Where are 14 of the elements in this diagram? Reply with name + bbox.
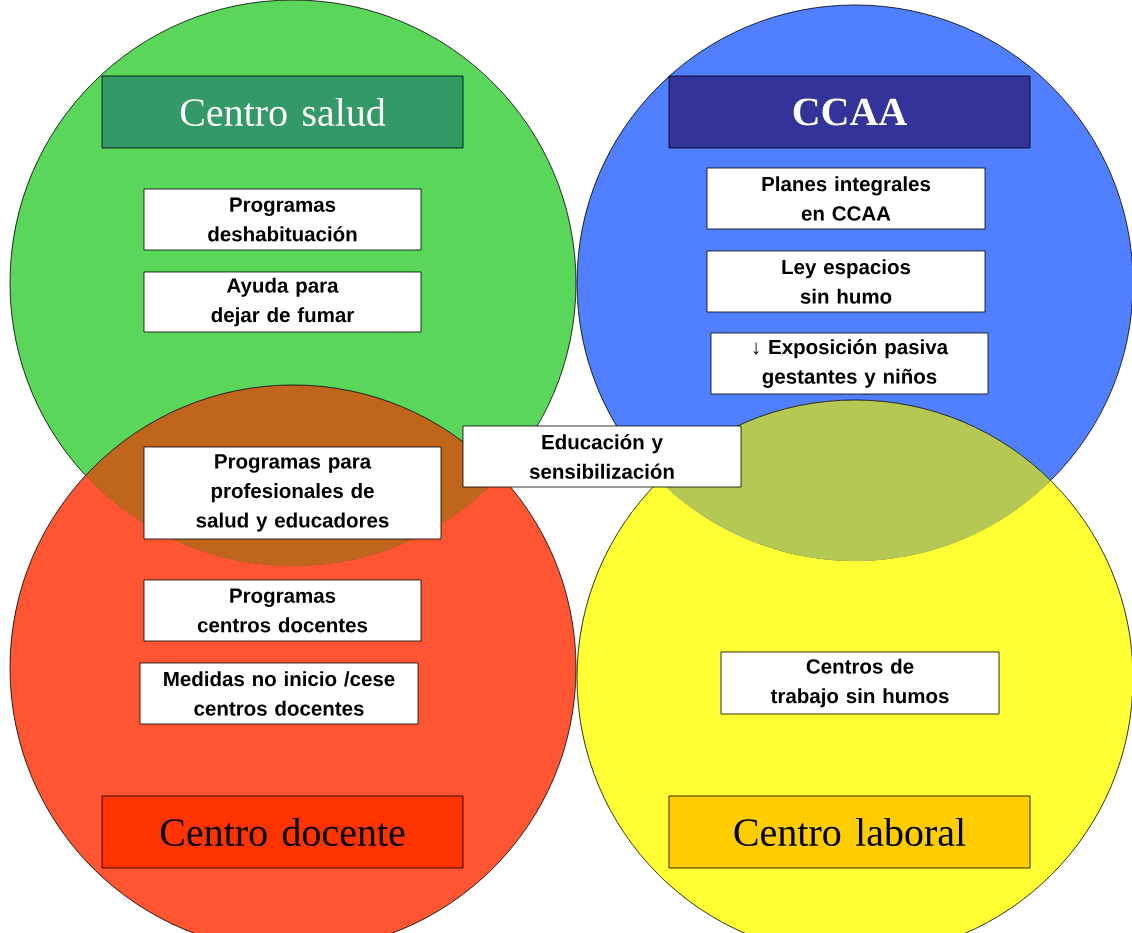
text-box: ↓ Exposición pasiva gestantes y niños — [710, 332, 989, 395]
title-box: Centro docente — [101, 795, 464, 869]
text-box: Ayuda para dejar de fumar — [143, 271, 422, 333]
text-box: Medidas no inicio /cese centros docentes — [139, 662, 419, 725]
text-box: Ley espacios sin humo — [706, 250, 986, 313]
text-box: Programas para profesionales de salud y educadores — [143, 446, 442, 540]
text-box: Planes integrales en CCAA — [706, 167, 986, 230]
text-box: Programas centros docentes — [143, 579, 422, 642]
title-box: CCAA — [668, 75, 1031, 149]
text-box: Educación y sensibilización — [462, 425, 742, 488]
text-box: Centros de trabajo sin humos — [720, 651, 1000, 715]
title-box: Centro laboral — [668, 795, 1031, 869]
text-box: Programas deshabituación — [143, 188, 422, 251]
title-box: Centro salud — [101, 75, 464, 149]
